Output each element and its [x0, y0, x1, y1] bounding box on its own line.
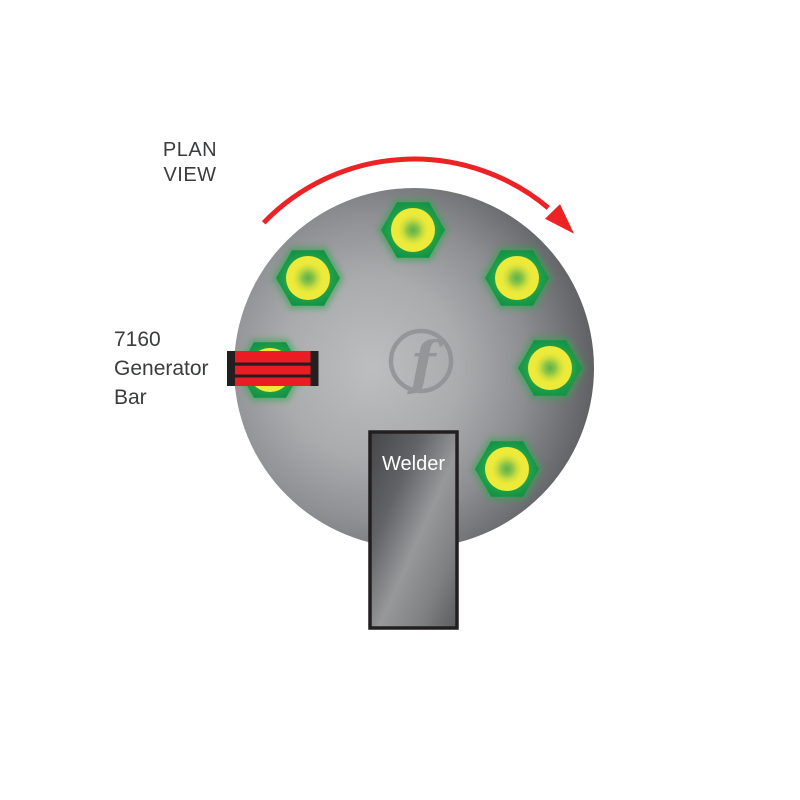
part-nut-face — [485, 447, 529, 491]
generator-bar-body — [235, 351, 311, 386]
generator-bar-seam — [235, 374, 311, 378]
generator-bar-label-line1: 7160 — [114, 328, 161, 351]
generator-bar-seam — [235, 362, 311, 366]
generator-bar-label: 7160 Generator Bar — [114, 325, 234, 412]
part-nut-5 — [514, 336, 586, 400]
part-nut-face — [391, 208, 435, 252]
part-nut-face — [286, 256, 330, 300]
generator-bar-label-line2: Generator — [114, 357, 209, 380]
brand-logo-ring — [388, 328, 454, 394]
rotation-arrow-head — [545, 204, 575, 234]
rotation-arrow-arc — [261, 156, 550, 225]
clockwise-rotation-arrow-icon — [261, 156, 575, 234]
welder-box — [368, 430, 459, 630]
part-nut-1 — [377, 198, 449, 262]
part-nut-face — [495, 256, 539, 300]
generator-bar-label-line3: Bar — [114, 386, 147, 409]
part-nut-2 — [272, 246, 344, 310]
welder-label: Welder — [382, 453, 445, 475]
plan-view-line2: VIEW — [163, 164, 217, 186]
plan-view-label: PLAN VIEW — [140, 138, 240, 188]
plan-view-line1: PLAN — [162, 139, 218, 161]
part-nut-face — [528, 346, 572, 390]
part-nut-3 — [481, 246, 553, 310]
part-nut-6 — [471, 437, 543, 501]
generator-bar — [227, 351, 319, 386]
